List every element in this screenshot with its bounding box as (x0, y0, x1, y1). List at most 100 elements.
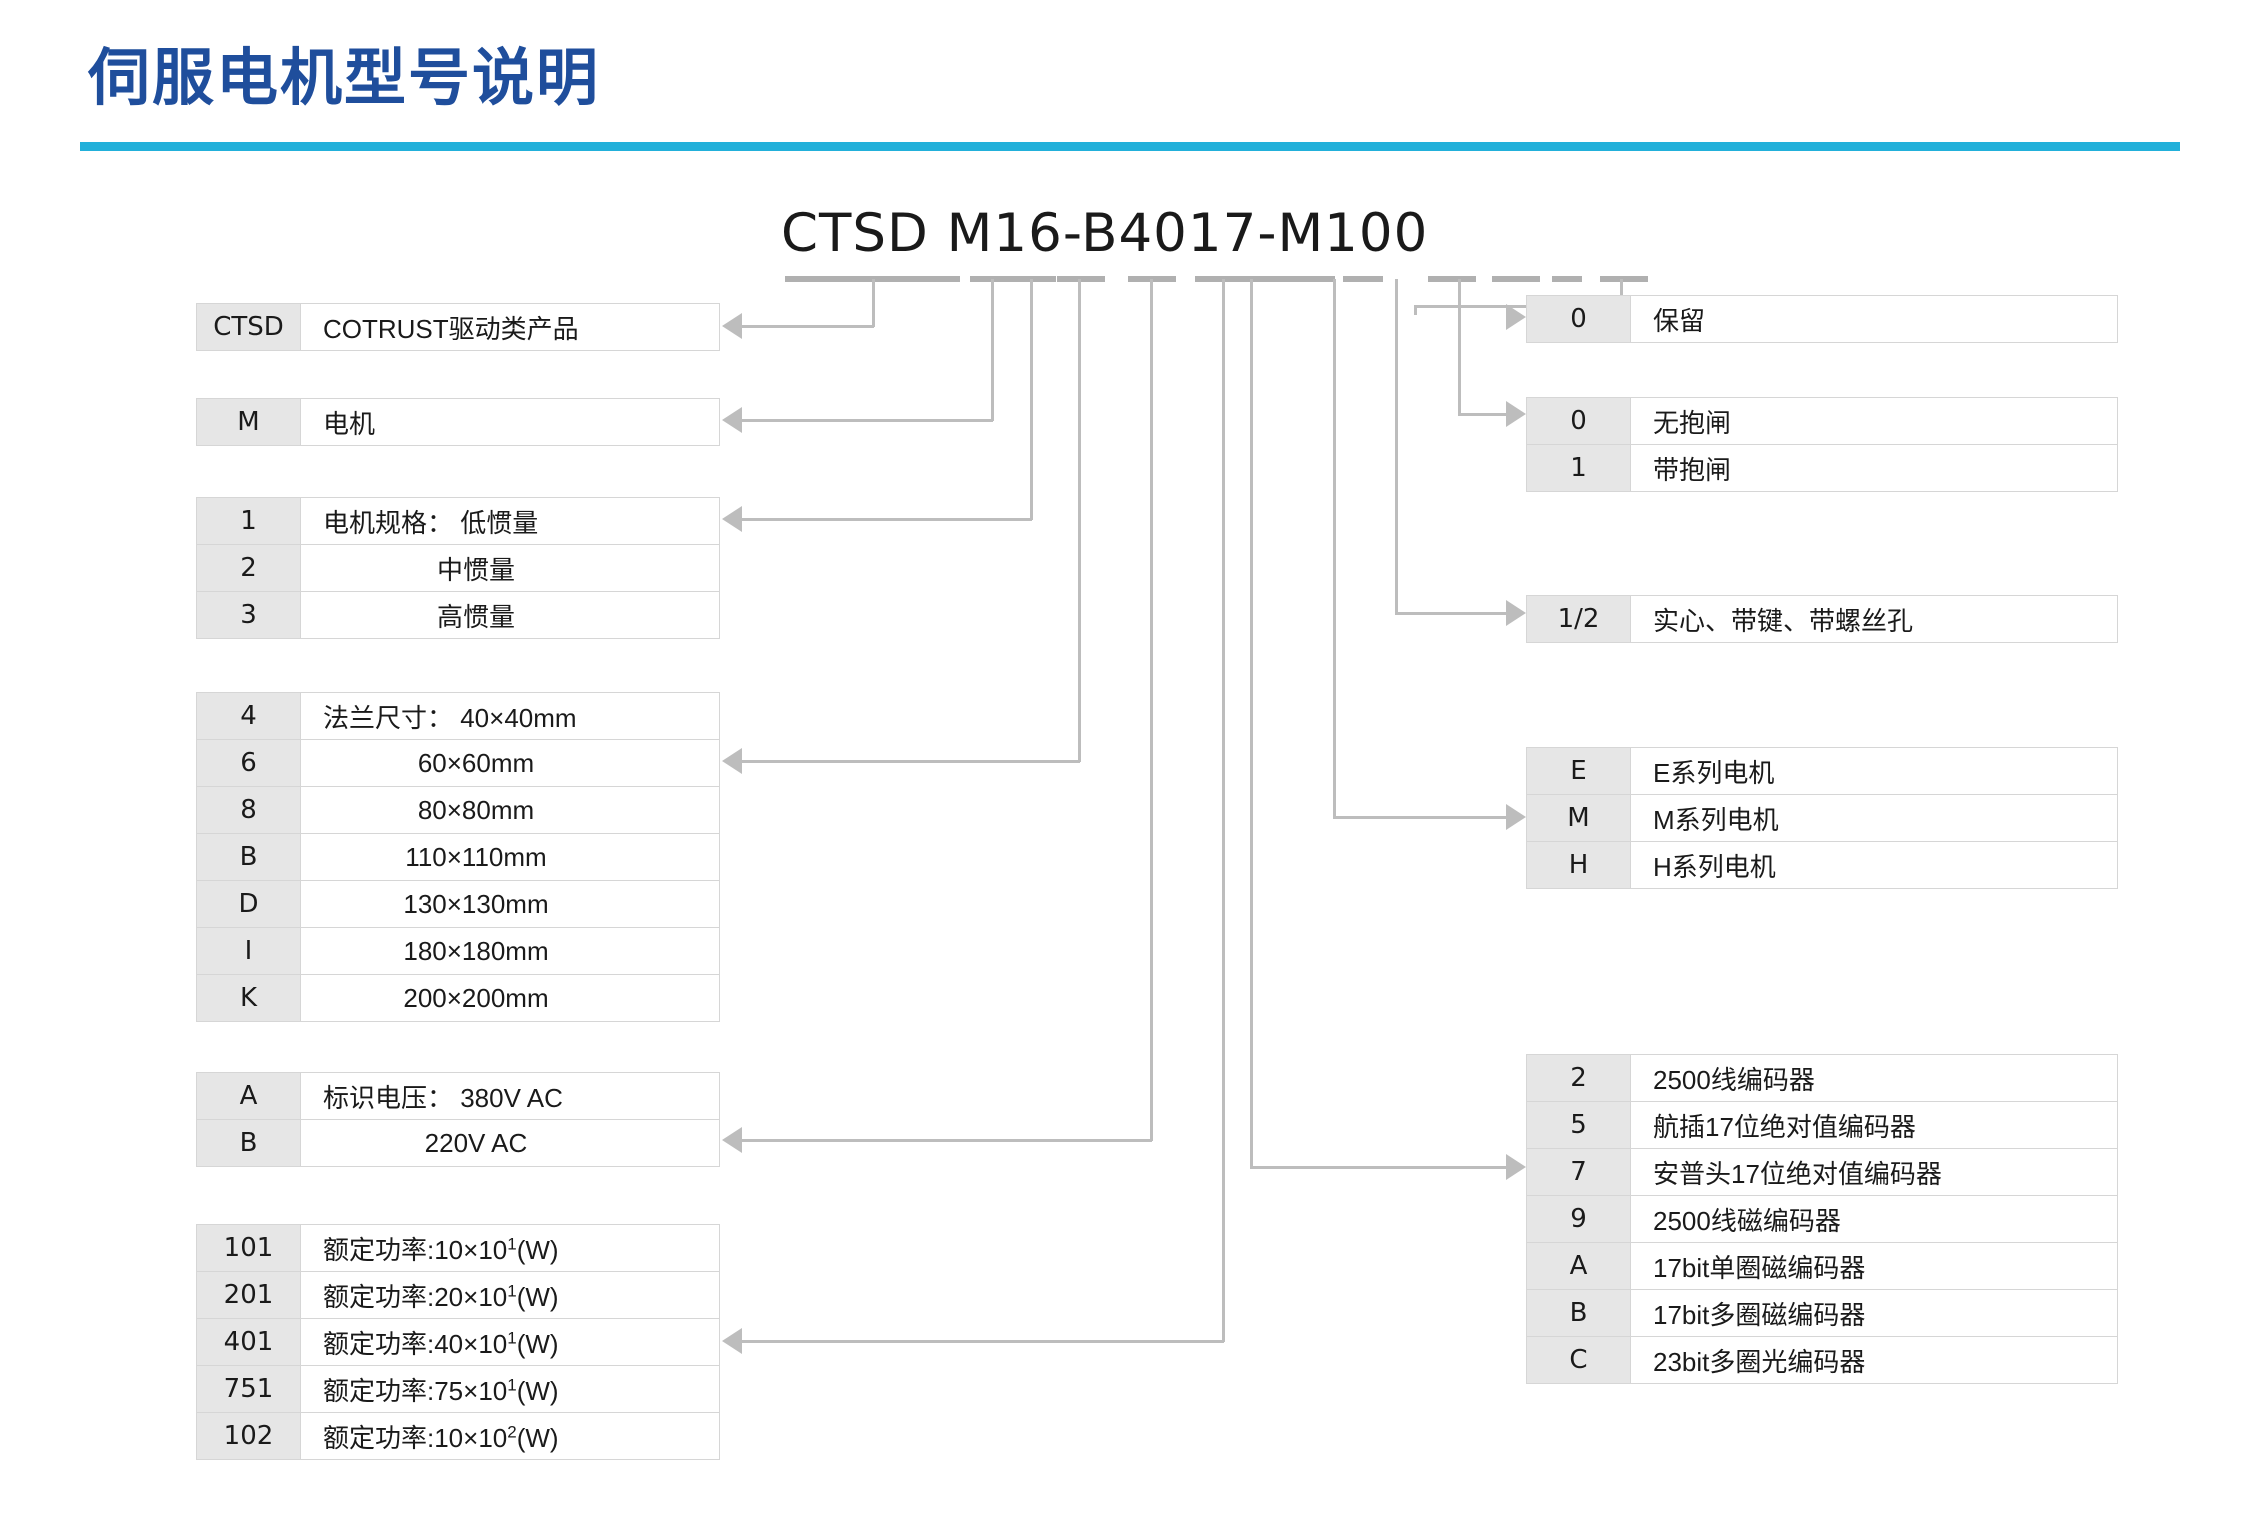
brake-code-cell-1: 0 (1526, 397, 1631, 445)
brake-desc-cell-2: 带抱闸 (1630, 444, 2118, 492)
leader-power-horizontal (740, 1340, 1224, 1343)
table-row: M 电机 (196, 398, 720, 446)
inertia-code-cell-2: 2 (196, 544, 301, 592)
arrow-encoder (1506, 1154, 1526, 1180)
leader-encoder-vertical (1250, 279, 1253, 1169)
table-row: 7 安普头17位绝对值编码器 (1526, 1148, 2118, 1196)
power-unit-2: (W) (516, 1281, 559, 1312)
table-series: E E系列电机 M M系列电机 H H系列电机 (1526, 747, 2118, 889)
power-desc-cell-1: 额定功率:10×101(W) (300, 1224, 720, 1272)
flange-code-cell-6: I (196, 927, 301, 975)
table-row: 1/2 实心、带键、带螺丝孔 (1526, 595, 2118, 643)
flange-desc-cell-7: 200×200mm (300, 974, 720, 1022)
motor-code-cell: M (196, 398, 301, 446)
table-row: 8 80×80mm (196, 786, 720, 834)
table-row: 5 航插17位绝对值编码器 (1526, 1101, 2118, 1149)
encoder-desc-cell-7: 23bit多圈光编码器 (1630, 1336, 2118, 1384)
leader-reserved-vertical (1620, 279, 1623, 307)
leader-motor-horizontal (740, 419, 993, 422)
tick-encoder (1343, 276, 1383, 282)
encoder-code-cell-3: 7 (1526, 1148, 1631, 1196)
encoder-code-cell-1: 2 (1526, 1054, 1631, 1102)
table-product: CTSD COTRUST驱动类产品 (196, 303, 720, 351)
leader-voltage-horizontal (740, 1139, 1152, 1142)
table-row: B 17bit多圈磁编码器 (1526, 1289, 2118, 1337)
power-desc-cell-2: 额定功率:20×101(W) (300, 1271, 720, 1319)
leader-flange-vertical (1078, 279, 1081, 762)
table-row: E E系列电机 (1526, 747, 2118, 795)
arrow-voltage (722, 1127, 742, 1153)
table-row: 201 额定功率:20×101(W) (196, 1271, 720, 1319)
flange-code-cell-3: 8 (196, 786, 301, 834)
leader-motor-vertical (991, 279, 994, 421)
tick-inertia (1012, 276, 1056, 282)
flange-code-cell-2: 6 (196, 739, 301, 787)
table-row: 6 60×60mm (196, 739, 720, 787)
table-row: 1 带抱闸 (1526, 444, 2118, 492)
power-unit-3: (W) (516, 1328, 559, 1359)
inertia-desc-cell-2: 中惯量 (300, 544, 720, 592)
power-label-2: 额定功率:20×10 (323, 1281, 508, 1312)
arrow-reserved (1506, 304, 1526, 330)
flange-desc-cell-1: 法兰尺寸： 40×40mm (300, 692, 720, 740)
voltage-code-cell-1: A (196, 1072, 301, 1120)
series-code-cell-2: M (1526, 794, 1631, 842)
power-unit-1: (W) (516, 1234, 559, 1265)
encoder-desc-cell-4: 2500线磁编码器 (1630, 1195, 2118, 1243)
flange-code-cell-1: 4 (196, 692, 301, 740)
inertia-code-cell-3: 3 (196, 591, 301, 639)
table-row: 751 额定功率:75×101(W) (196, 1365, 720, 1413)
product-desc-cell: COTRUST驱动类产品 (300, 303, 720, 351)
table-row: D 130×130mm (196, 880, 720, 928)
table-power: 101 额定功率:10×101(W) 201 额定功率:20×101(W) 40… (196, 1224, 720, 1460)
table-row: 3 高惯量 (196, 591, 720, 639)
arrow-ctsd (722, 313, 742, 339)
table-row: 4 法兰尺寸： 40×40mm (196, 692, 720, 740)
table-inertia: 1 电机规格： 低惯量 2 中惯量 3 高惯量 (196, 497, 720, 639)
power-code-cell-5: 102 (196, 1412, 301, 1460)
reserved-desc-cell: 保留 (1630, 295, 2118, 343)
tick-flange (1057, 276, 1105, 282)
reserved-code-cell: 0 (1526, 295, 1631, 343)
power-code-cell-3: 401 (196, 1318, 301, 1366)
table-shaft: 1/2 实心、带键、带螺丝孔 (1526, 595, 2118, 643)
leader-power-vertical (1222, 279, 1225, 1342)
power-label-5: 额定功率:10×10 (323, 1422, 508, 1453)
table-row: K 200×200mm (196, 974, 720, 1022)
tick-reserved (1600, 276, 1648, 282)
leader-shaft-horizontal (1395, 612, 1508, 615)
flange-desc-cell-2: 60×60mm (300, 739, 720, 787)
series-code-cell-3: H (1526, 841, 1631, 889)
power-code-cell-1: 101 (196, 1224, 301, 1272)
motor-desc-cell: 电机 (300, 398, 720, 446)
table-flange: 4 法兰尺寸： 40×40mm 6 60×60mm 8 80×80mm B 11… (196, 692, 720, 1022)
series-desc-cell-1: E系列电机 (1630, 747, 2118, 795)
tick-power (1195, 276, 1335, 282)
table-brake: 0 无抱闸 1 带抱闸 (1526, 397, 2118, 492)
power-exponent-4: 1 (507, 1374, 517, 1394)
encoder-code-cell-7: C (1526, 1336, 1631, 1384)
leader-series-horizontal (1333, 816, 1508, 819)
table-reserved: 0 保留 (1526, 295, 2118, 343)
power-label-1: 额定功率:10×10 (323, 1234, 508, 1265)
table-row: A 标识电压： 380V AC (196, 1072, 720, 1120)
shaft-code-cell: 1/2 (1526, 595, 1631, 643)
flange-desc-cell-5: 130×130mm (300, 880, 720, 928)
flange-desc-cell-6: 180×180mm (300, 927, 720, 975)
arrow-power (722, 1328, 742, 1354)
power-label-4: 额定功率:75×10 (323, 1375, 508, 1406)
leader-brake-vertical (1458, 279, 1461, 416)
table-row: 401 额定功率:40×101(W) (196, 1318, 720, 1366)
leader-voltage-vertical (1150, 279, 1153, 1141)
leader-series-vertical (1333, 279, 1336, 819)
leader-brake-horizontal (1458, 413, 1508, 416)
voltage-desc-cell-2: 220V AC (300, 1119, 720, 1167)
power-exponent-3: 1 (507, 1327, 517, 1347)
flange-code-cell-7: K (196, 974, 301, 1022)
leader-reserved-drop (1414, 305, 1417, 315)
product-code-cell: CTSD (196, 303, 301, 351)
arrow-series (1506, 804, 1526, 830)
encoder-desc-cell-1: 2500线编码器 (1630, 1054, 2118, 1102)
table-row: 0 保留 (1526, 295, 2118, 343)
